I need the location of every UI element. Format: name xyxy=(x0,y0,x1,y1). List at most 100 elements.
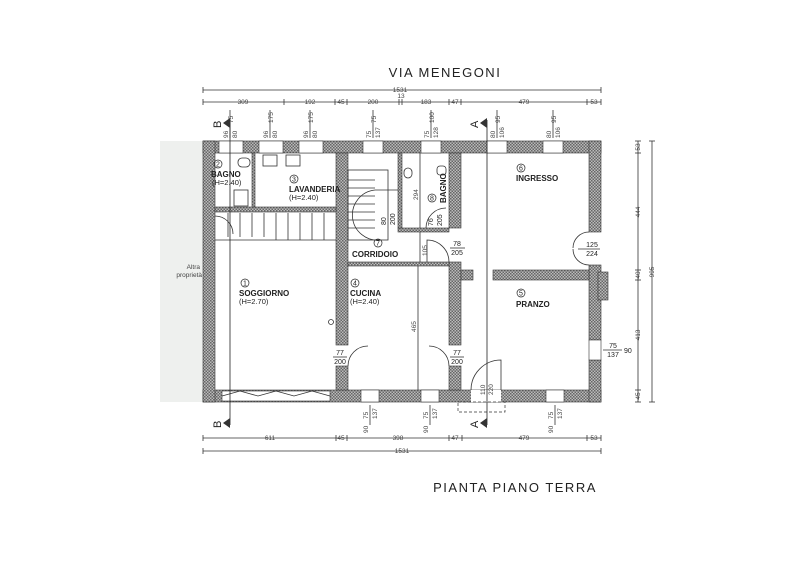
folding-door-panels xyxy=(221,390,331,397)
window-h: 128 xyxy=(433,127,440,138)
dim-bottom-total: 1531 xyxy=(395,448,410,455)
door-h: 200 xyxy=(451,359,463,366)
room-name: CUCINA xyxy=(350,289,381,298)
door-h: 205 xyxy=(437,214,444,226)
room-name: BAGNO xyxy=(211,170,241,179)
bottom-dimensions: 611 45 398 47 479 53 1531 xyxy=(202,435,602,455)
plan-title: PIANTA PIANO TERRA xyxy=(433,480,597,495)
window-h: 137 xyxy=(372,408,379,419)
right-dimensions: 53 444 40 413 45 995 xyxy=(635,140,656,403)
section-a-top: A xyxy=(469,120,481,128)
dim-top-seg: 192 xyxy=(305,99,316,106)
dim-top-seg: 45 xyxy=(337,99,345,106)
room-cucina: 4 CUCINA (H=2.40) xyxy=(350,278,381,306)
top-window-labels: 96 80 75 96 80 175 96 80 175 75 137 75 7… xyxy=(223,110,562,138)
room-name: SOGGIORNO xyxy=(239,289,289,298)
dim-right-seg: 45 xyxy=(635,392,642,400)
window-w: 80 xyxy=(490,130,497,138)
door-w: 78 xyxy=(453,241,461,248)
window-w: 75 xyxy=(548,411,555,419)
window-sill: 100 xyxy=(429,112,436,123)
bottom-window-labels: 75 137 90 75 137 90 75 137 90 75 137 90 xyxy=(363,343,632,433)
room-name: PRANZO xyxy=(516,300,550,309)
dim-bottom-seg: 53 xyxy=(590,435,598,442)
sanitary-fixtures xyxy=(233,154,447,325)
neighbor-label: proprietà xyxy=(176,272,202,279)
doors: 77 200 77 200 78 205 76 205 80 200 125 2… xyxy=(214,189,600,367)
window-sill: 75 xyxy=(228,115,235,123)
window-sill: 175 xyxy=(268,112,275,123)
entrance-step xyxy=(457,401,506,413)
window-w: 80 xyxy=(546,130,553,138)
right-window-h: 137 xyxy=(607,352,619,359)
window-w: 75 xyxy=(423,411,430,419)
dim-cucina: 465 xyxy=(411,321,418,332)
dim-top-seg: 53 xyxy=(590,99,598,106)
room-bagno-2: 2 BAGNO (H=2.40) xyxy=(211,159,242,187)
window-h: 106 xyxy=(499,127,506,138)
window-h: 137 xyxy=(432,408,439,419)
dim-right-seg: 444 xyxy=(635,206,642,217)
window-sill: 90 xyxy=(363,425,370,433)
dim-bottom-seg: 479 xyxy=(519,435,530,442)
dim-top-seg: 183 xyxy=(421,99,432,106)
window-sill: 175 xyxy=(308,112,315,123)
section-b-top: B xyxy=(212,121,224,128)
right-window-sill: 90 xyxy=(624,348,632,355)
room-height: (H=2.40) xyxy=(212,178,242,187)
dim-bagno8: 294 xyxy=(413,189,420,200)
room-height: (H=2.40) xyxy=(350,297,380,306)
section-b-bottom: B xyxy=(212,421,224,428)
neighbor-area xyxy=(160,141,203,402)
dim-top-seg: 309 xyxy=(238,99,249,106)
dim-bottom-seg: 45 xyxy=(337,435,345,442)
entrance-door-swing xyxy=(470,359,502,391)
room-height: (H=2.40) xyxy=(289,193,319,202)
window-sill: 95 xyxy=(551,115,558,123)
window-w: 75 xyxy=(424,130,431,138)
right-window-w: 75 xyxy=(609,343,617,350)
window-sill: 90 xyxy=(423,425,430,433)
door-w: 77 xyxy=(453,350,461,357)
window-h: 80 xyxy=(232,130,239,138)
street-name: VIA MENEGONI xyxy=(389,65,502,80)
room-number: 3 xyxy=(292,177,296,184)
room-name: BAGNO xyxy=(439,173,448,203)
dim-top-seg: 200 xyxy=(368,99,379,106)
dim-top-seg: 13 xyxy=(397,93,405,100)
room-name: INGRESSO xyxy=(516,174,558,183)
neighbor-label: Altra xyxy=(187,264,201,271)
room-lavanderia: 3 LAVANDERIA (H=2.40) xyxy=(289,174,340,202)
window-h: 137 xyxy=(557,408,564,419)
window-w: 75 xyxy=(366,130,373,138)
door-w: 76 xyxy=(428,218,435,226)
dim-bottom-seg: 47 xyxy=(451,435,459,442)
bottom-windows xyxy=(360,339,602,403)
dim-top-total: 1531 xyxy=(393,87,408,94)
window-h: 80 xyxy=(312,130,319,138)
dim-corridoio: 105 xyxy=(422,245,429,256)
interior-dimensions: 294 105 465 xyxy=(411,153,429,390)
dim-bottom-seg: 398 xyxy=(393,435,404,442)
room-number: 7 xyxy=(376,241,380,248)
dim-top-seg: 479 xyxy=(519,99,530,106)
room-height: (H=2.70) xyxy=(239,297,269,306)
window-sill: 95 xyxy=(495,115,502,123)
door-h: 200 xyxy=(390,213,397,225)
door-h: 224 xyxy=(586,251,598,258)
section-lines: B B A A xyxy=(212,118,488,428)
entrance-opening xyxy=(471,390,501,402)
window-w: 96 xyxy=(303,130,310,138)
dim-top-seg: 47 xyxy=(451,99,459,106)
top-windows xyxy=(218,140,564,154)
room-number: 6 xyxy=(519,166,523,173)
window-sill: 90 xyxy=(548,425,555,433)
door-w: 77 xyxy=(336,350,344,357)
room-name: CORRIDOIO xyxy=(352,250,398,259)
door-entrance-h: 220 xyxy=(488,384,495,395)
dim-right-total: 995 xyxy=(649,266,656,277)
section-a-bottom: A xyxy=(469,420,481,428)
room-pranzo: 5 PRANZO xyxy=(516,288,550,309)
folding-glass-door xyxy=(221,390,331,402)
